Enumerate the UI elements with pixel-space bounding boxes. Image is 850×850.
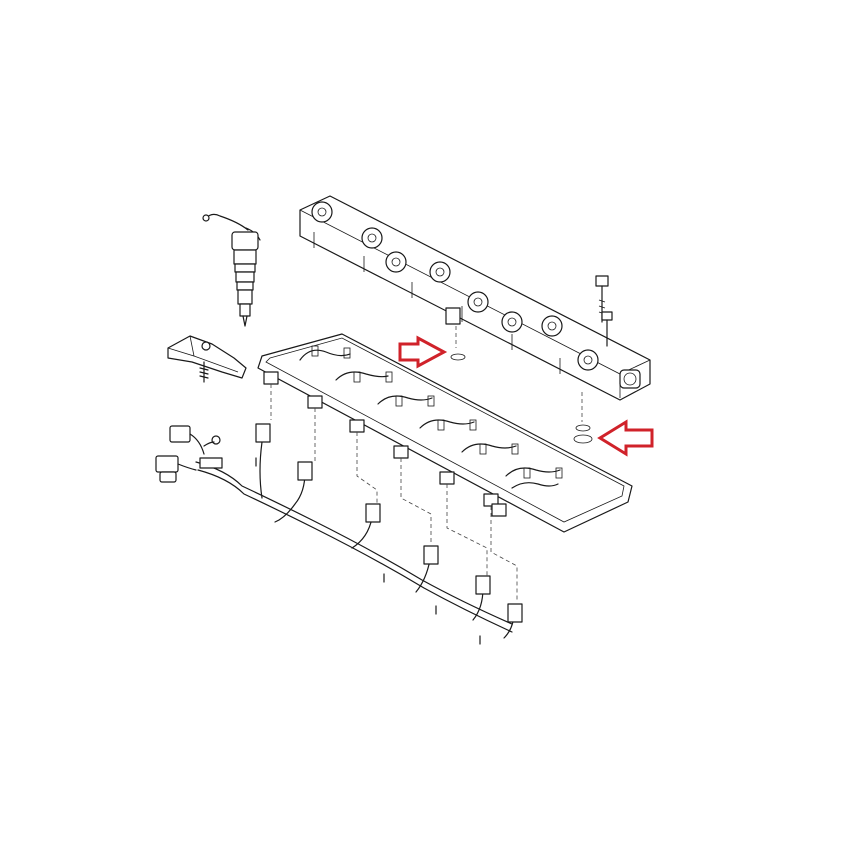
injector-hold-down-clamp-icon — [167, 335, 247, 383]
fuel-rail-icon — [299, 195, 651, 401]
rail-bolt-icon — [595, 275, 613, 347]
fuel-injector-icon — [202, 213, 261, 327]
o-ring-pair-icon — [573, 392, 593, 444]
injector-wiring-harness-icon — [155, 423, 523, 645]
arrow-lower-oring — [597, 419, 654, 457]
alignment-lines — [270, 384, 518, 600]
small-o-ring-icon — [450, 326, 466, 361]
arrow-upper-oring — [398, 335, 448, 369]
